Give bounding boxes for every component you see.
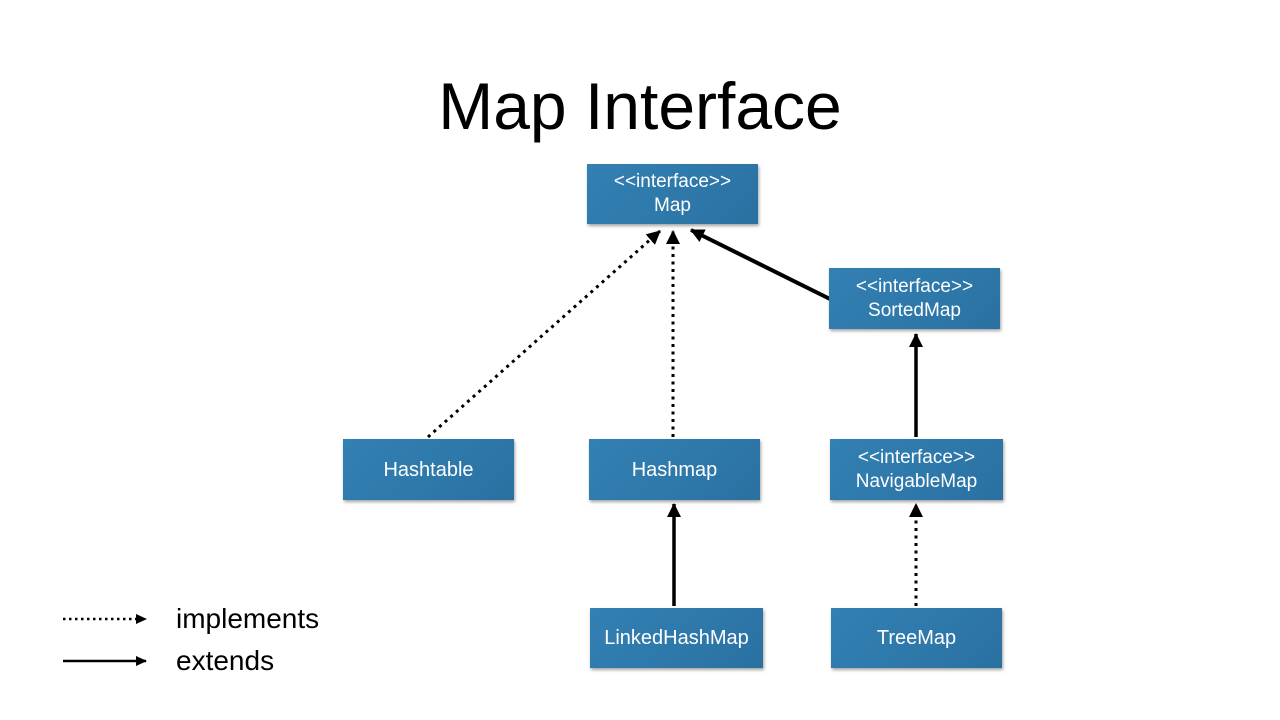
node-navigablemap-stereotype: <<interface>> [857,446,976,468]
node-treemap: TreeMap [831,608,1002,668]
node-hashmap-label: Hashmap [631,458,718,481]
node-hashtable: Hashtable [343,439,514,500]
legend-implements-label: implements [176,603,320,634]
arrow-hashtable-implements-map [427,229,661,439]
page-title: Map Interface [438,69,842,143]
node-navigablemap-label: NavigableMap [855,470,978,492]
implements-arrow-icon [63,614,147,624]
arrow-sortedmap-extends-map [690,228,837,304]
node-navigablemap: <<interface>> NavigableMap [830,439,1003,500]
node-map: <<interface>> Map [587,164,758,224]
node-map-label: Map [654,195,691,216]
legend-extends-label: extends [176,645,275,676]
node-treemap-label: TreeMap [876,627,957,649]
node-sortedmap-label: SortedMap [868,299,961,321]
node-map-stereotype: <<interface>> [613,171,732,192]
node-hashtable-label: Hashtable [383,458,474,481]
legend: implements extends [60,598,360,682]
node-linkedhashmap-label: LinkedHashMap [604,627,749,649]
node-linkedhashmap: LinkedHashMap [590,608,763,668]
legend-row-implements: implements [60,598,360,640]
node-hashmap: Hashmap [589,439,760,500]
extends-arrow-icon [63,656,147,666]
legend-row-extends: extends [60,640,360,682]
node-sortedmap-stereotype: <<interface>> [855,275,974,297]
node-sortedmap: <<interface>> SortedMap [829,268,1000,329]
